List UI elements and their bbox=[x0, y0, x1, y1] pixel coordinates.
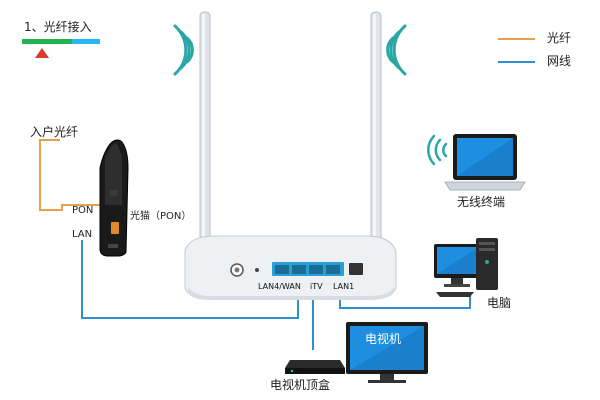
router-port-label-itv: iTV bbox=[310, 280, 323, 294]
router-port-label-lan4-wan: LAN4/WAN bbox=[258, 280, 301, 294]
tv-screen-text: 电视机 bbox=[365, 332, 401, 346]
laptop-label: 无线终端 bbox=[457, 195, 505, 209]
legend-fiber-label: 光纤 bbox=[547, 31, 571, 45]
header-red-marker-icon bbox=[35, 48, 49, 58]
router-antenna-right bbox=[371, 12, 381, 262]
wifi-signal-icon bbox=[428, 136, 446, 164]
header-underline-cyan bbox=[72, 39, 100, 44]
optical-modem-icon bbox=[100, 140, 128, 256]
incoming-fiber-label: 入户光纤 bbox=[30, 125, 78, 139]
pc-label: 电脑 bbox=[487, 296, 511, 310]
router-ports bbox=[272, 262, 363, 276]
set-top-box-icon bbox=[285, 360, 345, 374]
incoming-fiber-line bbox=[40, 140, 102, 210]
legend-ethernet-label: 网线 bbox=[547, 54, 571, 68]
onu-name-label: 光猫（PON） bbox=[130, 210, 191, 224]
onu-lan-port-icon bbox=[111, 222, 119, 234]
page-title: 1、光纤接入 bbox=[24, 20, 92, 34]
onu-pon-port-label: PON bbox=[72, 204, 93, 218]
stb-label: 电视机顶盒 bbox=[270, 378, 330, 392]
laptop-icon bbox=[445, 134, 525, 190]
wifi-signal-icon bbox=[175, 26, 192, 74]
router-antenna-left bbox=[200, 12, 210, 262]
header-underline-green bbox=[22, 39, 72, 44]
router-port-label-lan1: LAN1 bbox=[333, 280, 354, 294]
wifi-signal-icon bbox=[388, 26, 405, 74]
onu-lan-port-label: LAN bbox=[72, 228, 92, 242]
router-reset-hole-icon bbox=[255, 268, 259, 272]
router-power-port-icon bbox=[349, 263, 363, 275]
legend bbox=[498, 39, 535, 62]
desktop-pc-icon bbox=[434, 238, 498, 297]
header-underline bbox=[22, 39, 100, 58]
